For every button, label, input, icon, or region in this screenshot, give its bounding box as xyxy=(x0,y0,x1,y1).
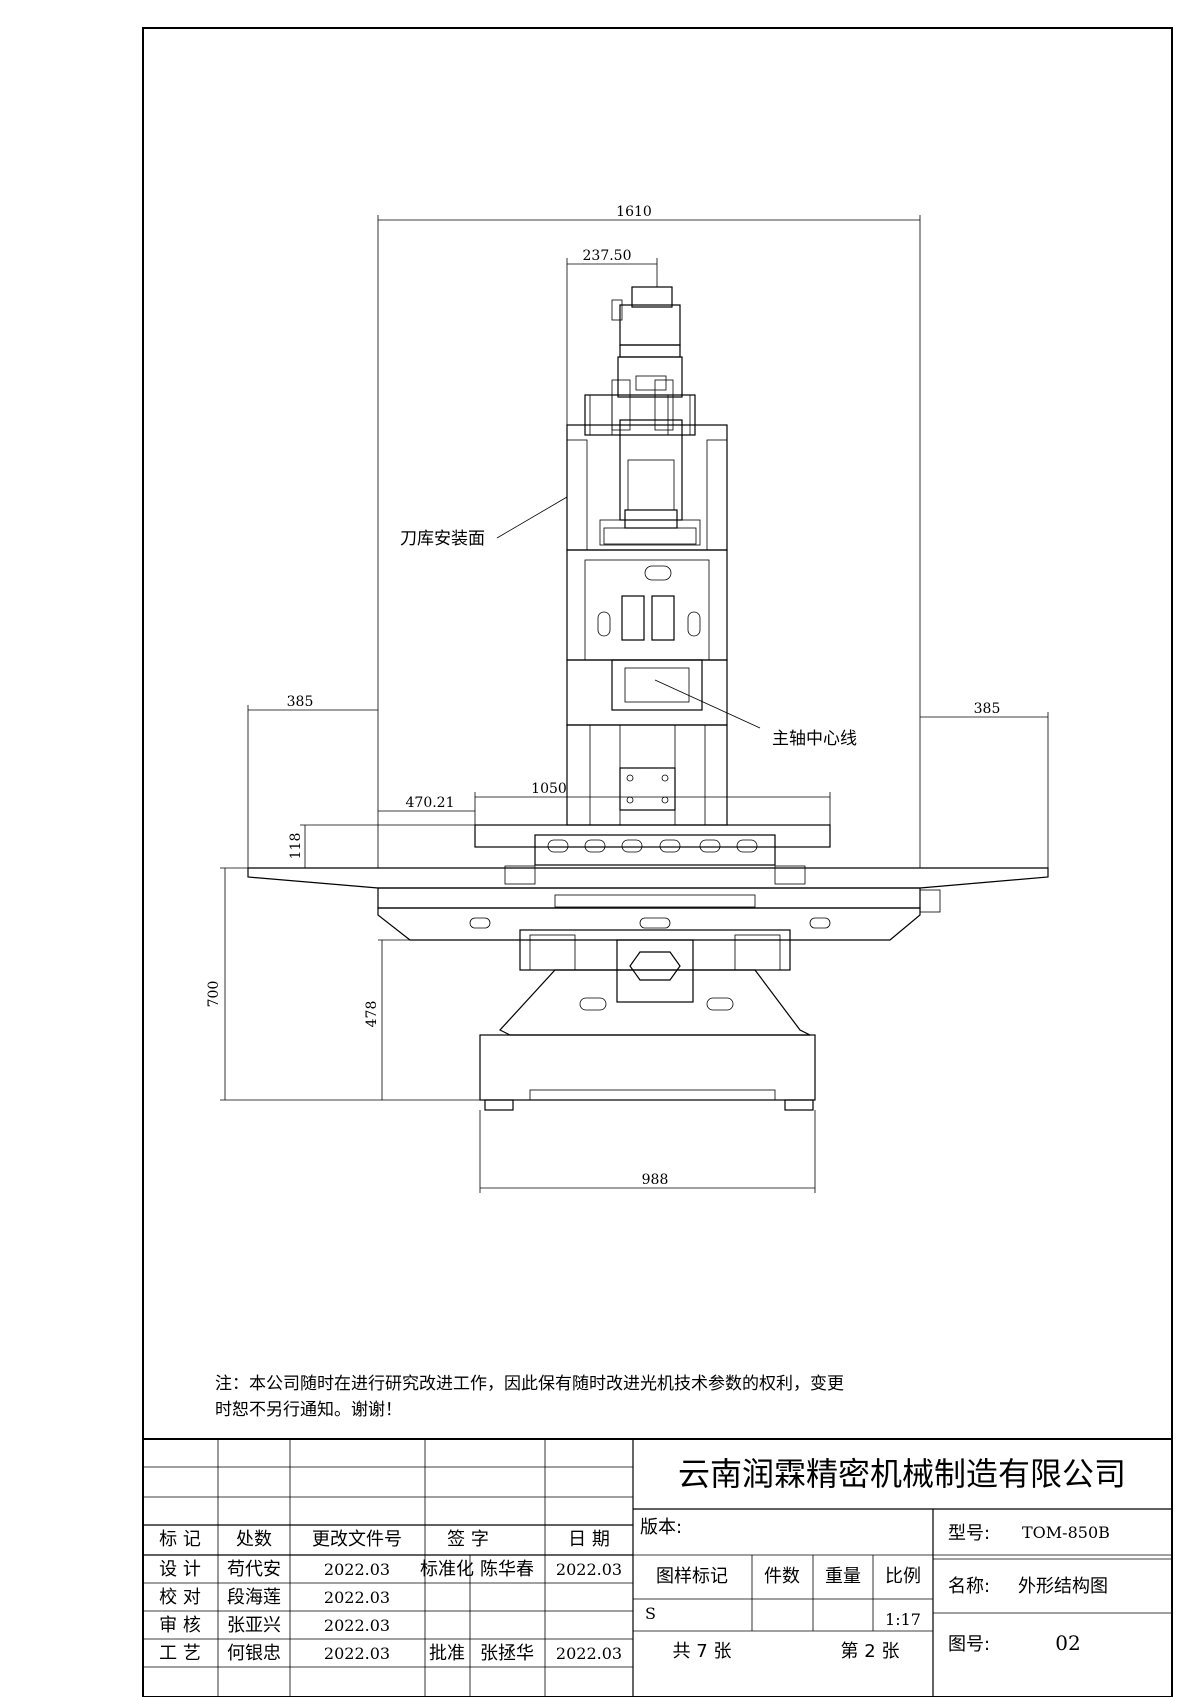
note-line-1: 注：本公司随时在进行研究改进工作，因此保有随时改进光机技术参数的权利，变更 xyxy=(215,1374,844,1394)
note-line-2: 时恕不另行通知。谢谢！ xyxy=(215,1400,402,1420)
row-name: 段海莲 xyxy=(227,1587,281,1608)
header-date: 日 期 xyxy=(568,1529,610,1550)
row-date: 2022.03 xyxy=(324,1616,390,1635)
dim-table-length: 1050 xyxy=(531,781,567,797)
header-change-doc: 更改文件号 xyxy=(312,1529,402,1550)
model-label: 型号: xyxy=(948,1523,990,1544)
row-date: 2022.03 xyxy=(324,1588,390,1607)
standardization-name: 陈华春 xyxy=(480,1559,534,1580)
callout-spindle-center: 主轴中心线 xyxy=(772,729,857,749)
dim-overall-height: 700 xyxy=(206,981,222,1008)
name-value: 外形结构图 xyxy=(1018,1576,1108,1597)
approval-date: 2022.03 xyxy=(556,1644,622,1663)
scale-value: 1:17 xyxy=(885,1610,921,1629)
quantity-label: 件数 xyxy=(764,1566,800,1587)
drawing-frame xyxy=(142,27,1173,1697)
dim-base-width: 988 xyxy=(642,1172,669,1188)
dim-right-travel: 385 xyxy=(974,701,1001,717)
row-name: 何银忠 xyxy=(227,1643,281,1664)
drawing-no-label: 图号: xyxy=(948,1634,990,1655)
scale-label: 比例 xyxy=(885,1566,921,1587)
drawing-mark-label: 图样标记 xyxy=(656,1566,728,1587)
name-label: 名称: xyxy=(948,1576,990,1597)
drawing-no-value: 02 xyxy=(1055,1631,1080,1655)
header-signature: 签 字 xyxy=(447,1529,489,1550)
standardization-label: 标准化 xyxy=(420,1559,474,1580)
callout-tool-magazine: 刀库安装面 xyxy=(400,529,485,549)
machine-outline xyxy=(247,286,1049,1111)
dim-base-height: 478 xyxy=(364,1001,380,1028)
row-role: 设 计 xyxy=(159,1559,201,1580)
dim-overall-width: 1610 xyxy=(616,204,652,220)
approval-label: 批准 xyxy=(429,1643,465,1664)
dim-table-height: 118 xyxy=(288,833,304,860)
dim-left-travel: 385 xyxy=(287,694,314,710)
row-date: 2022.03 xyxy=(324,1560,390,1579)
approval-name: 张拯华 xyxy=(480,1643,534,1664)
row-name: 张亚兴 xyxy=(227,1615,281,1636)
dim-spindle-offset: 237.50 xyxy=(583,248,632,264)
row-role: 审 核 xyxy=(159,1615,201,1636)
standardization-date: 2022.03 xyxy=(556,1560,622,1579)
weight-label: 重量 xyxy=(825,1566,861,1587)
row-name: 苟代安 xyxy=(227,1559,281,1580)
dimension-lines xyxy=(220,215,1049,1193)
row-role: 校 对 xyxy=(159,1587,201,1608)
drawing-mark-value: S xyxy=(645,1604,656,1623)
total-sheets: 共 7 张 xyxy=(673,1641,732,1662)
company-name: 云南润霖精密机械制造有限公司 xyxy=(678,1455,1126,1493)
header-count: 处数 xyxy=(236,1529,272,1550)
title-block-grid xyxy=(142,1438,1173,1697)
header-mark: 标 记 xyxy=(159,1529,201,1550)
dim-table-offset: 470.21 xyxy=(406,795,455,811)
row-date: 2022.03 xyxy=(324,1644,390,1663)
version-label: 版本: xyxy=(640,1517,682,1538)
sheet-number: 第 2 张 xyxy=(841,1641,900,1662)
model-value: TOM-850B xyxy=(1022,1523,1110,1542)
row-role: 工 艺 xyxy=(159,1643,201,1664)
